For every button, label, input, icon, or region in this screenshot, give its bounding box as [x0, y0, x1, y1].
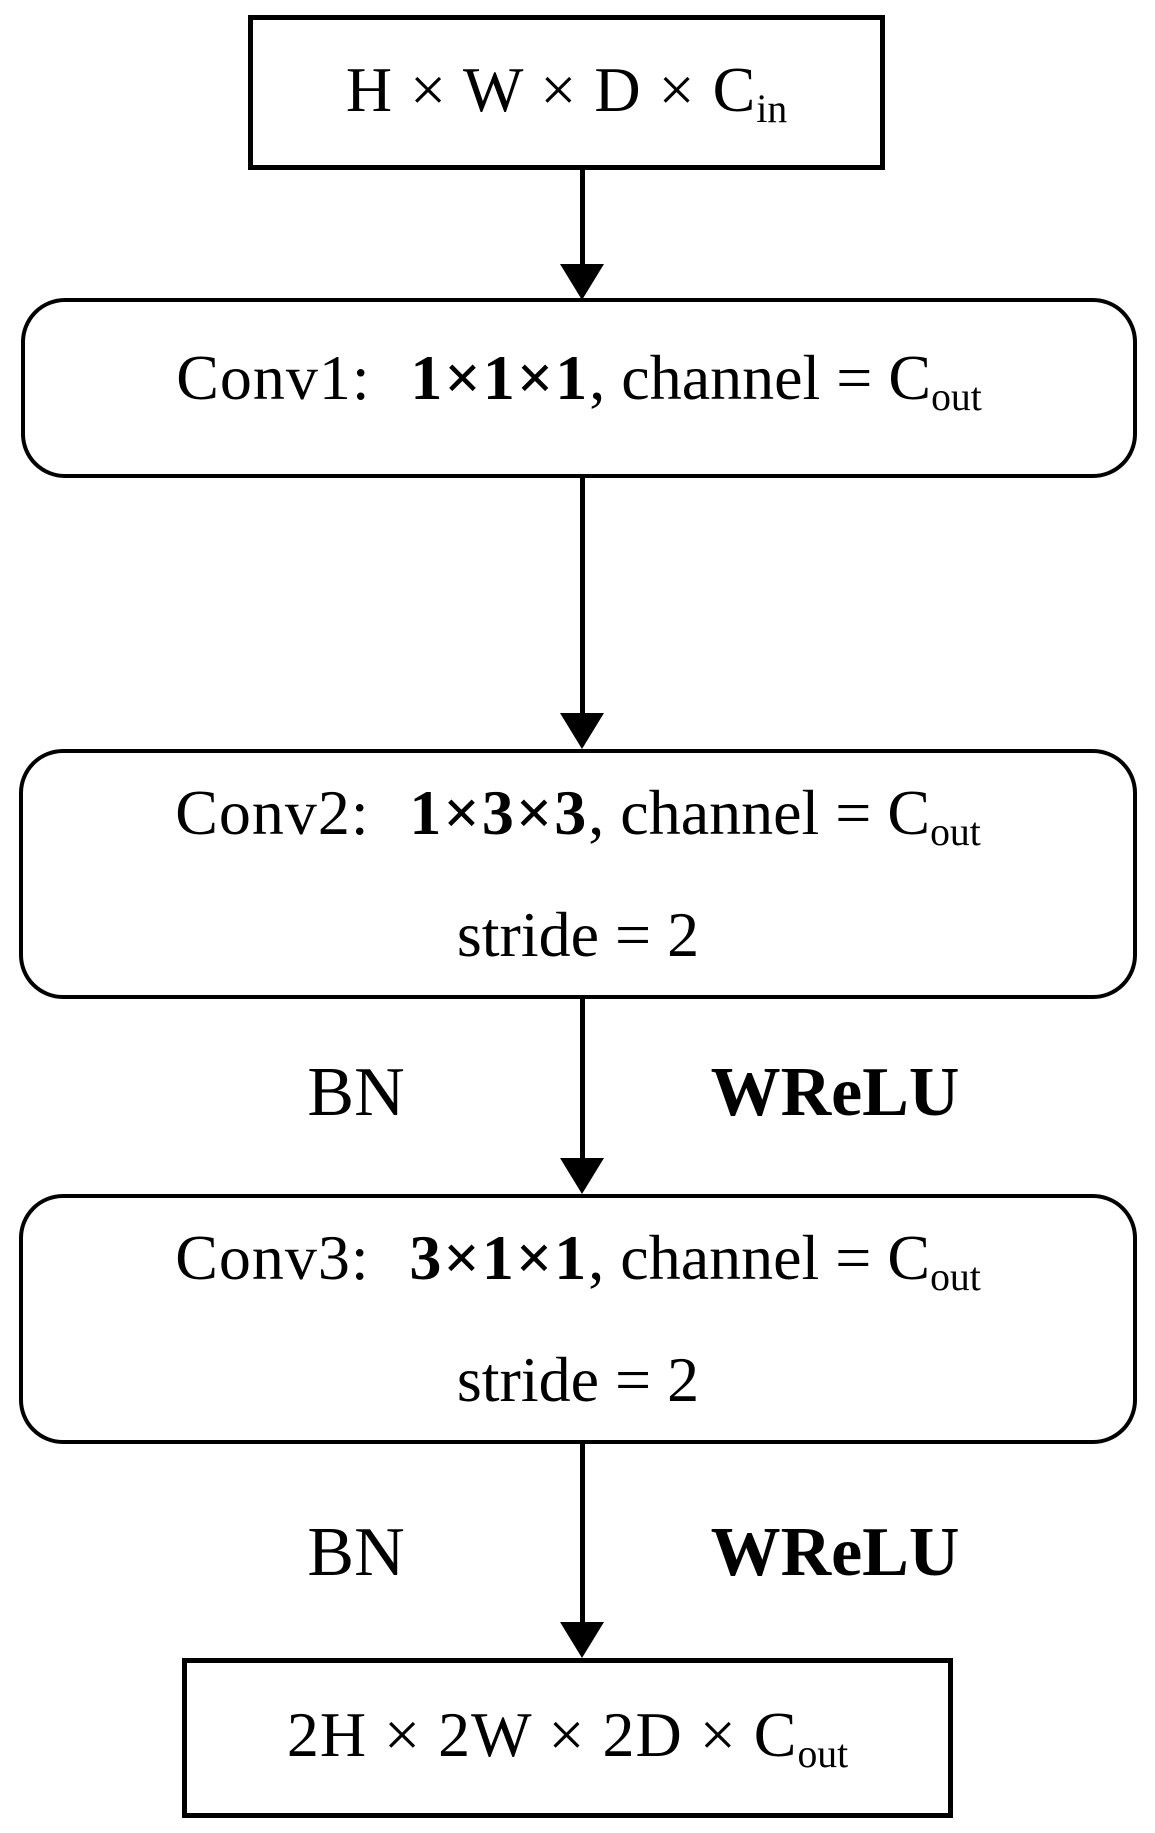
arrow-head-icon	[560, 264, 604, 300]
conv1-box: Conv1:1×1×1, channel = Cout	[21, 298, 1137, 478]
input-shape-text: H × W × D × Cin	[345, 53, 788, 132]
arrow-head-icon	[560, 1158, 604, 1194]
output-shape-box: 2H × 2W × 2D × Cout	[182, 1658, 953, 1818]
arrow-shaft	[579, 1444, 585, 1628]
conv2-stride-text: stride = 2	[456, 898, 700, 970]
input-shape-box: H × W × D × Cin	[248, 15, 885, 170]
arrow-shaft	[579, 478, 585, 719]
input-shape-subscript: in	[756, 87, 788, 132]
conv2-box: Conv2:1×3×3, channel = Cout stride = 2	[19, 749, 1137, 999]
arrow-head-icon	[560, 713, 604, 749]
output-shape-subscript: out	[797, 1732, 849, 1777]
conv1-text: Conv1:1×1×1, channel = Cout	[176, 342, 982, 420]
conv3-stride-text: stride = 2	[456, 1343, 700, 1415]
down-arrow-icon	[560, 999, 604, 1194]
down-arrow-icon	[560, 1444, 604, 1658]
bn-label: BN	[307, 1514, 405, 1591]
arrow-head-icon	[560, 1622, 604, 1658]
conv2-text: Conv2:1×3×3, channel = Cout	[175, 777, 981, 855]
arrow-shaft	[579, 999, 585, 1164]
wrelu-label: WReLU	[710, 1514, 960, 1591]
output-shape-text: 2H × 2W × 2D × Cout	[286, 1699, 849, 1777]
arrow-shaft	[579, 170, 585, 270]
down-arrow-icon	[560, 478, 604, 749]
bn-label: BN	[307, 1054, 405, 1131]
down-arrow-icon	[560, 170, 604, 300]
wrelu-label: WReLU	[710, 1054, 960, 1131]
conv3-text: Conv3:3×1×1, channel = Cout	[175, 1222, 981, 1300]
conv3-box: Conv3:3×1×1, channel = Cout stride = 2	[19, 1194, 1137, 1444]
